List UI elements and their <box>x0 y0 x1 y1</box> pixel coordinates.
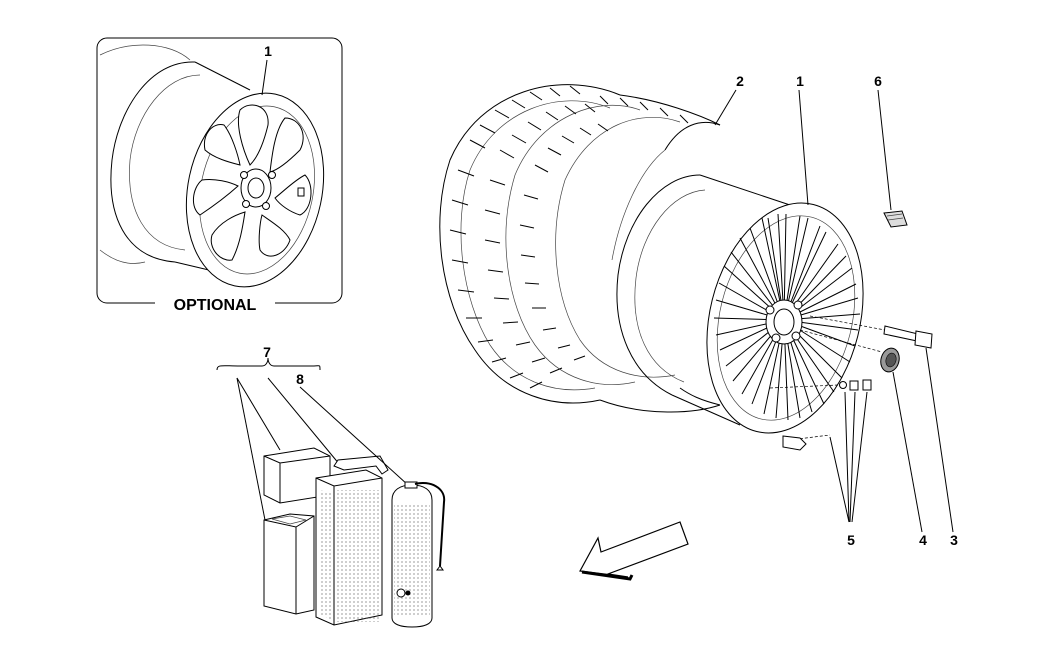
main-wheel-rim <box>616 174 864 434</box>
callout-cap-4: 4 <box>919 532 927 548</box>
callout-emblem-6: 6 <box>874 73 882 89</box>
main-tyre <box>439 84 721 413</box>
sealant-bottle-part-8: 8 <box>296 371 446 628</box>
leader-tyre-2 <box>714 89 737 126</box>
callout-tyre-2: 2 <box>736 73 744 89</box>
valve-part-5: 5 <box>769 379 872 548</box>
repair-kit-part-7: 7 <box>216 344 389 626</box>
kit-7-brace <box>216 357 321 371</box>
emblem-part-6: 6 <box>874 73 908 228</box>
callout-bolt-3: 3 <box>950 532 958 548</box>
cap-part-4: 4 <box>799 329 927 548</box>
bolt-part-3: 3 <box>809 315 958 548</box>
leader-inset-1 <box>261 59 268 96</box>
callout-sealant-8: 8 <box>296 371 304 387</box>
leader-wheel-1 <box>798 89 809 206</box>
tyre-tread <box>449 85 689 389</box>
kit-box-body <box>263 513 315 615</box>
optional-wheel-inset: 1 OPTIONAL <box>96 37 343 314</box>
callout-inset-1: 1 <box>264 43 272 59</box>
wheel-spokes <box>713 213 861 421</box>
callout-valve-5: 5 <box>847 532 855 548</box>
inset-wheel-rim <box>110 61 325 288</box>
callout-kit-7: 7 <box>263 344 271 360</box>
direction-arrow-icon <box>579 521 689 581</box>
callout-wheel-1: 1 <box>796 73 804 89</box>
optional-label: OPTIONAL <box>174 297 257 314</box>
